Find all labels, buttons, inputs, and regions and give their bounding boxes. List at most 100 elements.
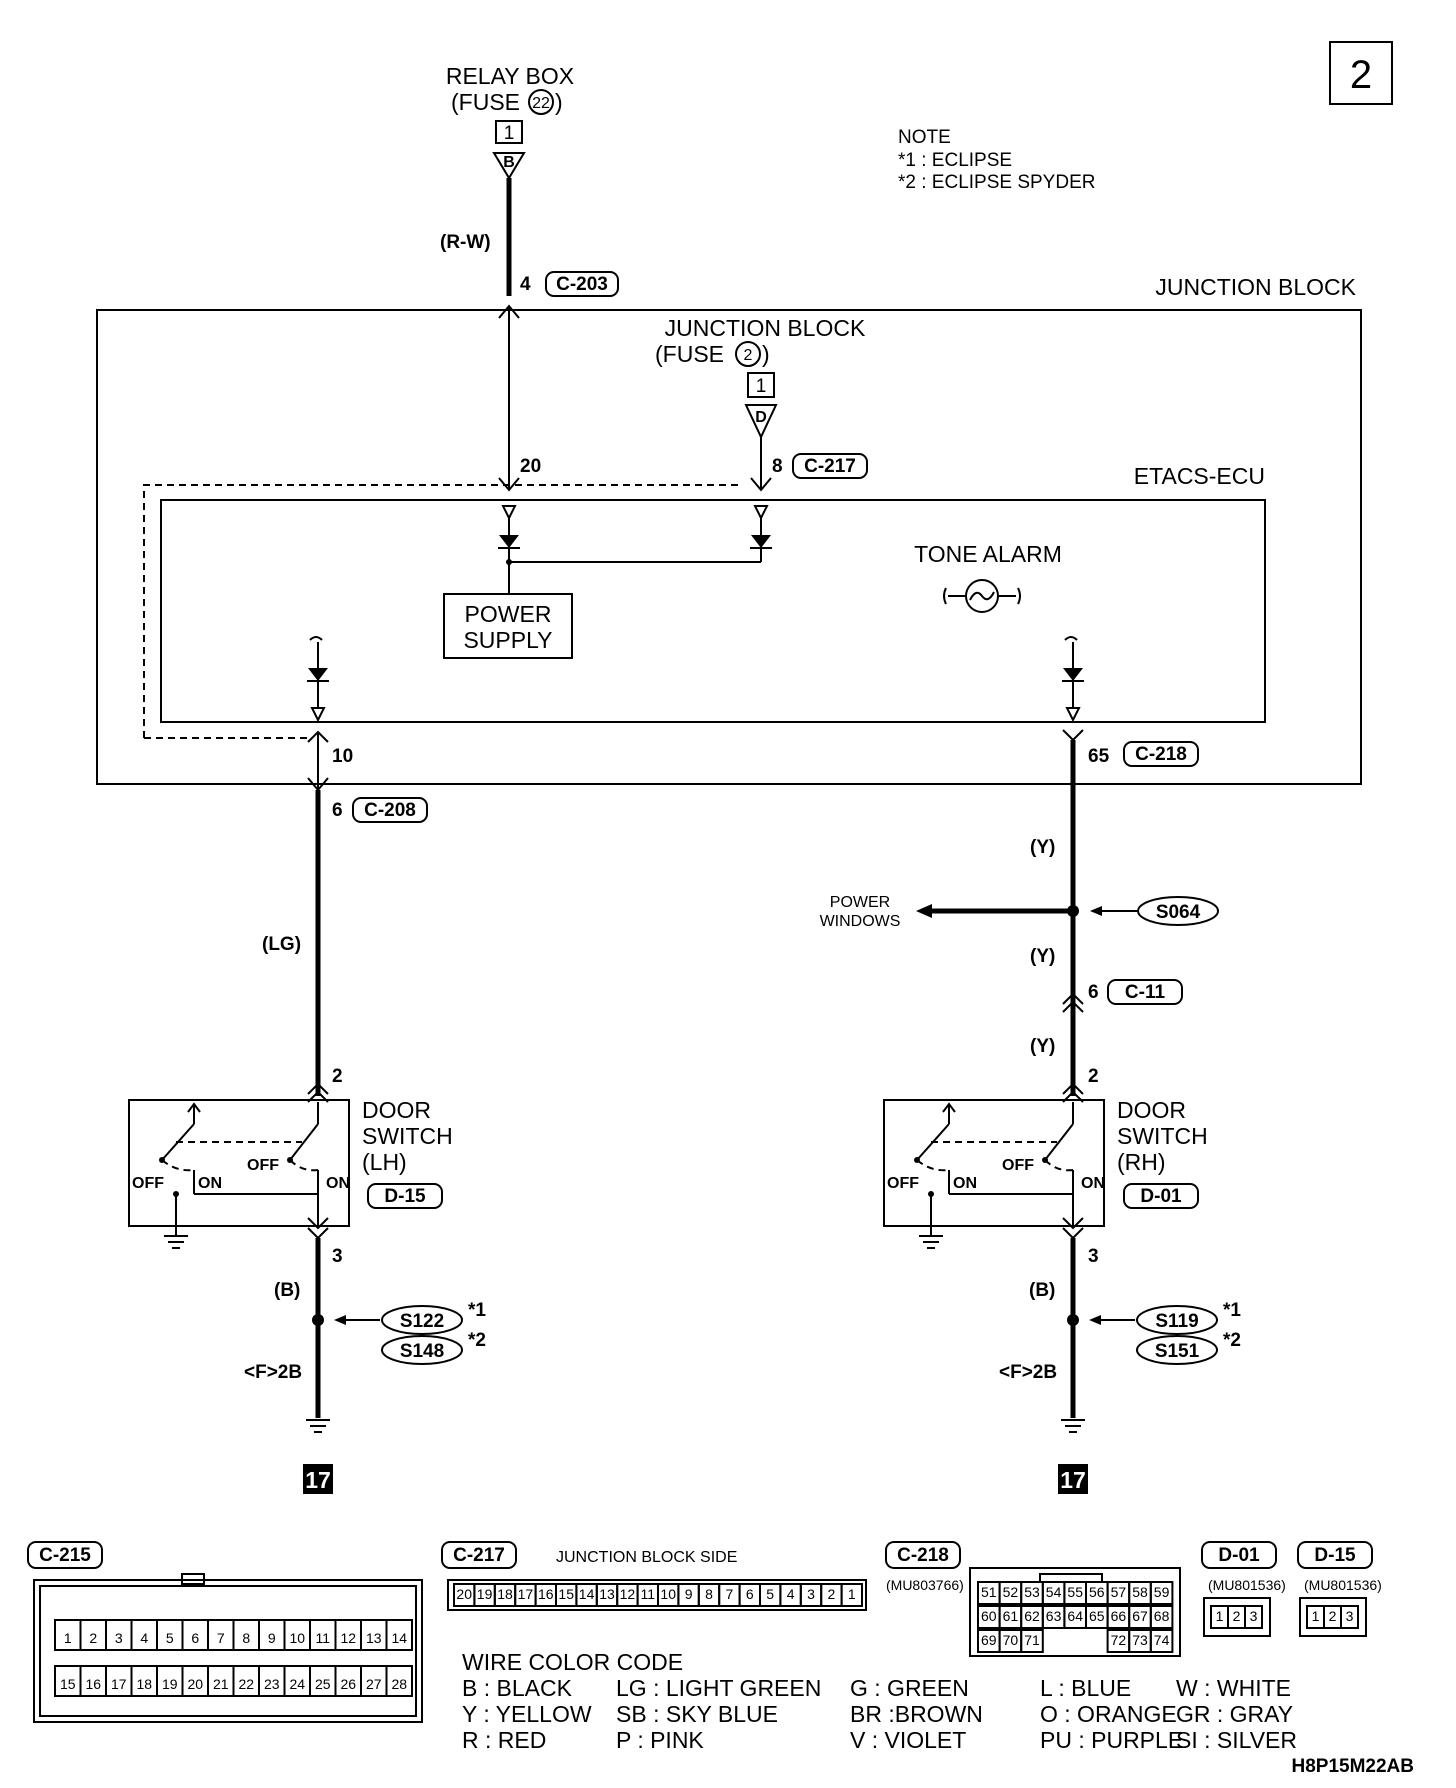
lh-switch-1-off: OFF bbox=[132, 1175, 164, 1192]
rh-ref-box bbox=[1058, 1464, 1088, 1494]
lh-splice-2-badge bbox=[381, 1335, 463, 1365]
rh-ground-dot bbox=[928, 1191, 934, 1197]
door-lh-name-3: (LH) bbox=[362, 1149, 407, 1175]
c215-housing bbox=[33, 1579, 423, 1723]
connector-c217-view-label: C-217 bbox=[453, 1545, 505, 1566]
connector-c215-badge bbox=[27, 1541, 103, 1569]
rh-splice-dot bbox=[1067, 1314, 1079, 1326]
connector-c203: C-203 bbox=[556, 274, 608, 295]
c218-housing bbox=[969, 1567, 1181, 1657]
pin-8-arrow bbox=[750, 477, 772, 492]
relay-box-fuse-no: 22 bbox=[532, 95, 550, 112]
rh-switch-2-pivot bbox=[1042, 1157, 1048, 1163]
c215-pin: 12 bbox=[340, 1630, 356, 1646]
c215-pin: 19 bbox=[162, 1676, 178, 1692]
left-output-diode bbox=[308, 668, 328, 681]
jb-fuse-terminal: D bbox=[755, 409, 767, 426]
c217-pin: 16 bbox=[538, 1586, 554, 1602]
power-windows-line2: WINDOWS bbox=[820, 913, 901, 930]
lh-splice-2: S148 bbox=[400, 1341, 444, 1362]
rh-body-ground bbox=[919, 1235, 943, 1249]
d15-pin-cell bbox=[1340, 1605, 1359, 1629]
wire-color-entry: GR : GRAY bbox=[1176, 1701, 1293, 1727]
c215-pin: 8 bbox=[242, 1630, 250, 1646]
d01-housing bbox=[1203, 1597, 1271, 1637]
c217-pin: 9 bbox=[685, 1586, 693, 1602]
splice-s064: S064 bbox=[1156, 902, 1201, 923]
lh-switch-1-up bbox=[187, 1102, 201, 1124]
c215-pin: 22 bbox=[238, 1676, 254, 1692]
input-20-terminal bbox=[501, 505, 517, 521]
c218-pin: 65 bbox=[1089, 1608, 1105, 1624]
rh-switch-2-blade bbox=[1044, 1123, 1074, 1161]
rh-ref: 17 bbox=[1060, 1467, 1086, 1493]
wire-color-entry: Y : YELLOW bbox=[462, 1701, 592, 1727]
jb-fuse-box-no-box bbox=[747, 372, 775, 398]
connector-c11-badge bbox=[1107, 979, 1183, 1005]
wire-color-entry: V : VIOLET bbox=[850, 1727, 966, 1753]
c215-pin: 14 bbox=[391, 1630, 407, 1646]
right-output-tilde bbox=[1064, 636, 1078, 641]
c215-pin-cell bbox=[385, 1665, 413, 1697]
c217-pin: 7 bbox=[726, 1586, 734, 1602]
c215-pin: 27 bbox=[366, 1676, 382, 1692]
power-supply-box bbox=[443, 593, 573, 659]
lh-switch-2-pivot bbox=[287, 1157, 293, 1163]
lh-ref-box bbox=[303, 1464, 333, 1494]
connector-d01-badge bbox=[1123, 1183, 1199, 1209]
connector-c217-view-badge bbox=[441, 1541, 517, 1569]
c218-pin: 66 bbox=[1111, 1608, 1127, 1624]
diode-8 bbox=[751, 535, 771, 548]
c217-side-label: JUNCTION BLOCK SIDE bbox=[556, 1549, 737, 1566]
wire-color-entry: B : BLACK bbox=[462, 1675, 573, 1701]
tone-alarm-left-lead bbox=[943, 587, 966, 605]
lh-ref: 17 bbox=[305, 1467, 331, 1493]
page-number-box bbox=[1329, 41, 1393, 105]
rh-switch-1-on: ON bbox=[953, 1175, 977, 1192]
c215-pin: 13 bbox=[366, 1630, 382, 1646]
c217-pin: 17 bbox=[518, 1586, 534, 1602]
wire-color-entry: G : GREEN bbox=[850, 1675, 969, 1701]
c218-pin: 69 bbox=[981, 1632, 997, 1648]
lh-switch-1-pivot bbox=[159, 1157, 165, 1163]
d01-pin: 3 bbox=[1250, 1608, 1258, 1624]
lh-ground-symbol bbox=[306, 1419, 330, 1433]
rh-switch-1-up bbox=[942, 1102, 956, 1124]
c218-pin: 67 bbox=[1132, 1608, 1148, 1624]
c218-pin: 61 bbox=[1003, 1608, 1019, 1624]
jb-fuse-no: 2 bbox=[744, 347, 753, 364]
etacs-label: ETACS-ECU bbox=[1134, 463, 1265, 489]
tone-alarm-label: TONE ALARM bbox=[914, 541, 1062, 567]
wire-y-color-2: (Y) bbox=[1030, 946, 1055, 967]
connector-c215-label: C-215 bbox=[39, 1545, 91, 1566]
c218-pin: 54 bbox=[1046, 1584, 1062, 1600]
rh-switch-1-off: OFF bbox=[887, 1175, 919, 1192]
rh-switch-1-pivot bbox=[914, 1157, 920, 1163]
c217-pin: 13 bbox=[599, 1586, 615, 1602]
note-title: NOTE bbox=[898, 127, 951, 148]
relay-box-label: RELAY BOX (FUSE 22 ) bbox=[446, 63, 574, 115]
wire-y-color-1: (Y) bbox=[1030, 837, 1055, 858]
wire-color-entry: W : WHITE bbox=[1176, 1675, 1291, 1701]
etacs-inner-box bbox=[160, 499, 1266, 723]
splice-s064-leader-arrow bbox=[1090, 906, 1102, 916]
rh-ground-point: <F>2B bbox=[999, 1362, 1057, 1383]
wire-color-entry: SI : SILVER bbox=[1176, 1727, 1297, 1753]
connector-c203-badge bbox=[545, 271, 619, 297]
rh-wire-color: (B) bbox=[1029, 1280, 1055, 1301]
c218-pin: 74 bbox=[1154, 1632, 1170, 1648]
rh-splice-leader-arrow bbox=[1089, 1315, 1101, 1325]
c215-pin: 26 bbox=[340, 1676, 356, 1692]
lh-mark-2: *2 bbox=[468, 1330, 486, 1351]
connector-d15-view-badge bbox=[1297, 1541, 1373, 1569]
connector-d01-view-label: D-01 bbox=[1218, 1545, 1260, 1566]
c218-pin: 71 bbox=[1024, 1632, 1040, 1648]
c215-pin: 7 bbox=[217, 1630, 225, 1646]
connector-c208: C-208 bbox=[364, 800, 416, 821]
c217-pin: 5 bbox=[766, 1586, 774, 1602]
c215-pin: 28 bbox=[391, 1676, 407, 1692]
lh-pin-bottom: 3 bbox=[332, 1246, 343, 1267]
relay-box-title: RELAY BOX bbox=[446, 63, 574, 89]
